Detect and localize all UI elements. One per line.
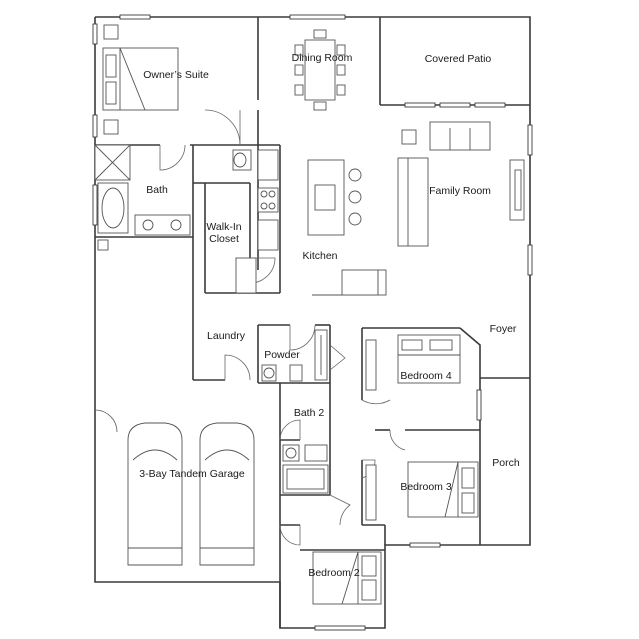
room-label-powder: Powder (264, 349, 300, 361)
room-label-family-room: Family Room (429, 185, 491, 197)
room-label-owners-suite: Owner’s Suite (143, 69, 209, 81)
room-label-laundry: Laundry (207, 330, 246, 342)
room-label-porch: Porch (492, 457, 520, 469)
room-labels: Owner’s Suite Dining Room Covered Patio … (139, 52, 520, 579)
room-label-bedroom-4: Bedroom 4 (400, 370, 452, 382)
room-label-walk-in-closet-line2: Closet (209, 233, 239, 245)
windows (92, 14, 533, 631)
room-label-dining-room: Dining Room (292, 52, 353, 64)
furniture (94, 24, 525, 605)
exterior-walls (94, 16, 531, 629)
room-label-foyer: Foyer (490, 323, 517, 335)
room-label-bath: Bath (146, 184, 168, 196)
room-label-kitchen: Kitchen (302, 250, 337, 262)
doors (94, 109, 406, 546)
room-label-garage: 3-Bay Tandem Garage (139, 468, 245, 480)
room-label-covered-patio: Covered Patio (425, 53, 492, 65)
room-label-bath-2: Bath 2 (294, 407, 325, 419)
room-label-walk-in-closet-line1: Walk-In (206, 221, 241, 233)
room-label-bedroom-2: Bedroom 2 (308, 567, 360, 579)
room-label-bedroom-3: Bedroom 3 (400, 481, 452, 493)
